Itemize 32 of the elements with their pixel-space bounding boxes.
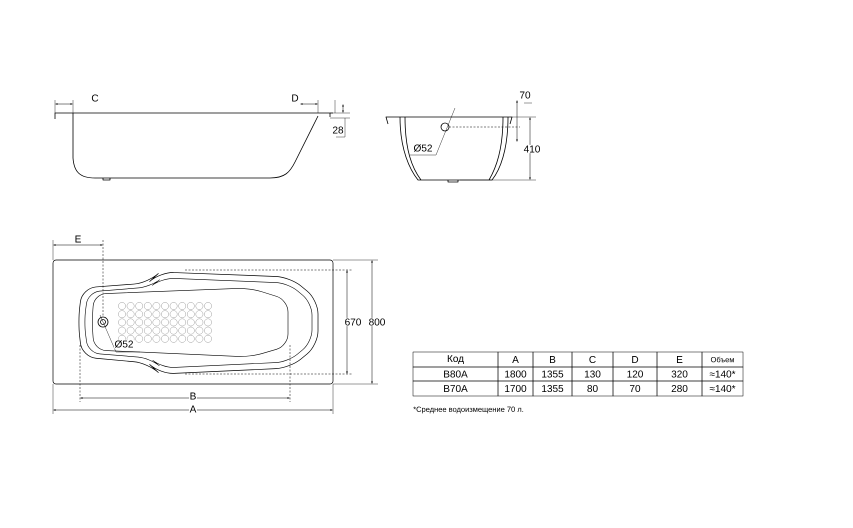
dimension-label: C	[90, 94, 100, 102]
table-cell: 1800	[498, 366, 534, 382]
table-cell: Код	[412, 352, 498, 368]
dimension-label: 410	[523, 144, 541, 154]
table-cell: ≈140*	[702, 366, 744, 382]
table-cell: 70	[612, 380, 658, 396]
table-cell: C	[572, 352, 614, 368]
table-cell: 130	[572, 366, 614, 382]
table-cell: 120	[612, 366, 658, 382]
dimension-label: 70	[518, 90, 532, 100]
table-cell: 1700	[498, 380, 534, 396]
table-cell: 280	[656, 380, 702, 396]
dimension-label: 28	[332, 126, 344, 134]
dimension-label: E	[74, 234, 82, 244]
table-cell: B80A	[412, 366, 498, 382]
table-cell: E	[656, 352, 702, 368]
dimension-label: Ø52	[114, 340, 134, 348]
dimension-label: Ø52	[412, 144, 434, 152]
table-cell: B	[532, 352, 572, 368]
dimension-label: A	[189, 404, 197, 414]
table-cell: A	[498, 352, 534, 368]
table-cell: 320	[656, 366, 702, 382]
table-cell: 80	[572, 380, 614, 396]
dimension-label: B	[189, 392, 197, 400]
table-cell: ≈140*	[702, 380, 744, 396]
table-cell: 1355	[532, 366, 572, 382]
dimension-label: 670	[344, 318, 362, 326]
dimension-label: D	[290, 94, 300, 102]
dimension-label: 800	[368, 318, 386, 326]
table-cell: 1355	[532, 380, 572, 396]
table-cell: D	[612, 352, 658, 368]
table-cell: B70A	[412, 380, 498, 396]
